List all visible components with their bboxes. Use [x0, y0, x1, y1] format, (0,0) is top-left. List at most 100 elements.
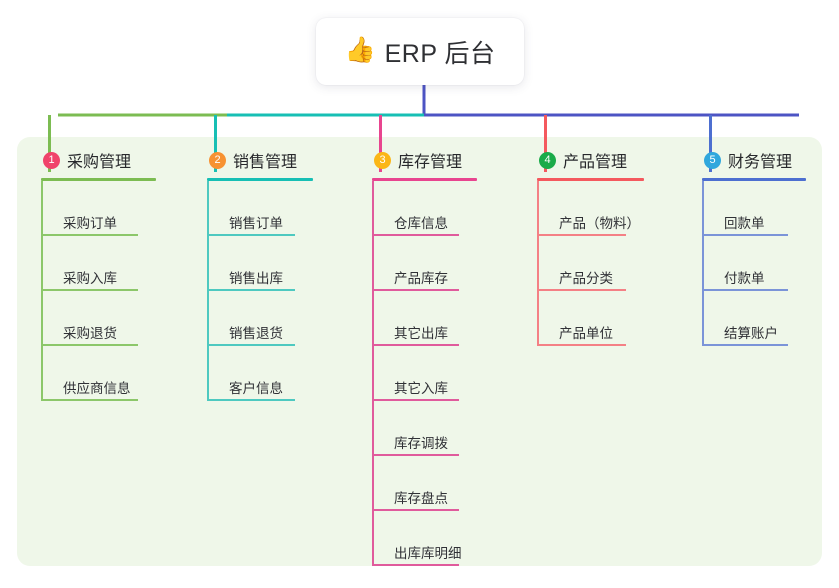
- leaf-underline: [372, 564, 459, 566]
- leaf-underline: [207, 344, 295, 346]
- leaf-stem: [537, 236, 539, 291]
- leaf-item[interactable]: 出库库明细: [372, 511, 477, 566]
- branch-header-3[interactable]: 3 库存管理: [372, 147, 477, 173]
- branch-badge-1: 1: [43, 151, 60, 169]
- leaf-item[interactable]: 供应商信息: [41, 346, 156, 401]
- leaf-item[interactable]: 付款单: [702, 236, 806, 291]
- leaf-item[interactable]: 销售出库: [207, 236, 313, 291]
- leaf-stem: [41, 346, 43, 401]
- branch-column-5: 5 财务管理回款单付款单结算账户: [702, 147, 806, 346]
- leaf-stem: [41, 181, 43, 236]
- leaf-label: 销售退货: [229, 326, 283, 342]
- leaf-label: 采购入库: [63, 271, 117, 287]
- branch-label-5: 财务管理: [728, 154, 793, 171]
- branch-underline-3: [372, 178, 477, 181]
- leaf-list-1: 采购订单采购入库采购退货供应商信息: [41, 181, 156, 401]
- leaf-stem: [702, 291, 704, 346]
- leaf-label: 采购退货: [63, 326, 117, 342]
- leaf-label: 采购订单: [63, 216, 117, 232]
- leaf-label: 回款单: [724, 216, 765, 232]
- leaf-item[interactable]: 库存盘点: [372, 456, 477, 511]
- leaf-underline: [537, 344, 626, 346]
- leaf-stem: [207, 291, 209, 346]
- leaf-underline: [372, 454, 459, 456]
- leaf-item[interactable]: 结算账户: [702, 291, 806, 346]
- leaf-item[interactable]: 产品（物料）: [537, 181, 644, 236]
- branch-badge-5: 5: [704, 151, 721, 169]
- branch-label-3: 库存管理: [398, 154, 463, 171]
- leaf-list-4: 产品（物料） 产品分类产品单位: [537, 181, 644, 346]
- leaf-stem: [207, 346, 209, 401]
- branch-badge-3: 3: [374, 151, 391, 169]
- leaf-underline: [372, 234, 459, 236]
- branch-header-5[interactable]: 5 财务管理: [702, 147, 806, 173]
- leaf-item[interactable]: 采购入库: [41, 236, 156, 291]
- leaf-underline: [702, 344, 788, 346]
- branch-column-1: 1 采购管理采购订单采购入库采购退货供应商信息: [41, 147, 156, 401]
- branch-header-1[interactable]: 1 采购管理: [41, 147, 156, 173]
- leaf-label: 库存调拨: [394, 436, 448, 452]
- leaf-item[interactable]: 其它入库: [372, 346, 477, 401]
- leaf-item[interactable]: 销售退货: [207, 291, 313, 346]
- leaf-underline: [537, 234, 626, 236]
- leaf-stem: [372, 181, 374, 236]
- leaf-label: 库存盘点: [394, 491, 448, 507]
- leaf-label: 销售订单: [229, 216, 283, 232]
- branch-label-1: 采购管理: [67, 154, 132, 171]
- leaf-list-5: 回款单付款单结算账户: [702, 181, 806, 346]
- leaf-item[interactable]: 产品分类: [537, 236, 644, 291]
- leaf-underline: [537, 289, 626, 291]
- thumbs-up-icon: 👍: [344, 36, 376, 64]
- leaf-label: 其它出库: [394, 326, 448, 342]
- branch-column-3: 3 库存管理仓库信息产品库存其它出库其它入库库存调拨库存盘点出库库明细: [372, 147, 477, 566]
- leaf-underline: [41, 344, 138, 346]
- leaf-stem: [207, 236, 209, 291]
- leaf-list-3: 仓库信息产品库存其它出库其它入库库存调拨库存盘点出库库明细: [372, 181, 477, 566]
- branch-underline-2: [207, 178, 313, 181]
- leaf-label: 产品（物料）: [559, 216, 640, 232]
- branch-underline-5: [702, 178, 806, 181]
- leaf-underline: [372, 399, 459, 401]
- leaf-underline: [702, 289, 788, 291]
- leaf-stem: [702, 181, 704, 236]
- leaf-item[interactable]: 其它出库: [372, 291, 477, 346]
- leaf-underline: [372, 344, 459, 346]
- leaf-stem: [207, 181, 209, 236]
- leaf-item[interactable]: 库存调拨: [372, 401, 477, 456]
- branch-badge-2: 2: [209, 151, 226, 169]
- root-title: ERP 后台: [384, 39, 496, 68]
- leaf-item[interactable]: 采购退货: [41, 291, 156, 346]
- leaf-stem: [702, 236, 704, 291]
- leaf-label: 产品分类: [559, 271, 613, 287]
- leaf-stem: [537, 291, 539, 346]
- leaf-stem: [537, 181, 539, 236]
- leaf-stem: [41, 291, 43, 346]
- leaf-stem: [41, 236, 43, 291]
- leaf-stem: [372, 236, 374, 291]
- leaf-item[interactable]: 回款单: [702, 181, 806, 236]
- leaf-underline: [372, 289, 459, 291]
- leaf-label: 其它入库: [394, 381, 448, 397]
- leaf-label: 供应商信息: [63, 381, 131, 397]
- leaf-label: 产品单位: [559, 326, 613, 342]
- diagram-panel-background: [17, 137, 822, 566]
- leaf-stem: [372, 456, 374, 511]
- leaf-item[interactable]: 产品库存: [372, 236, 477, 291]
- leaf-underline: [207, 399, 295, 401]
- leaf-underline: [207, 234, 295, 236]
- leaf-item[interactable]: 仓库信息: [372, 181, 477, 236]
- leaf-item[interactable]: 产品单位: [537, 291, 644, 346]
- leaf-underline: [41, 289, 138, 291]
- leaf-label: 付款单: [724, 271, 765, 287]
- leaf-item[interactable]: 销售订单: [207, 181, 313, 236]
- leaf-underline: [207, 289, 295, 291]
- leaf-item[interactable]: 采购订单: [41, 181, 156, 236]
- leaf-label: 出库库明细: [394, 546, 462, 562]
- leaf-item[interactable]: 客户信息: [207, 346, 313, 401]
- root-node-card[interactable]: 👍 ERP 后台: [316, 18, 524, 85]
